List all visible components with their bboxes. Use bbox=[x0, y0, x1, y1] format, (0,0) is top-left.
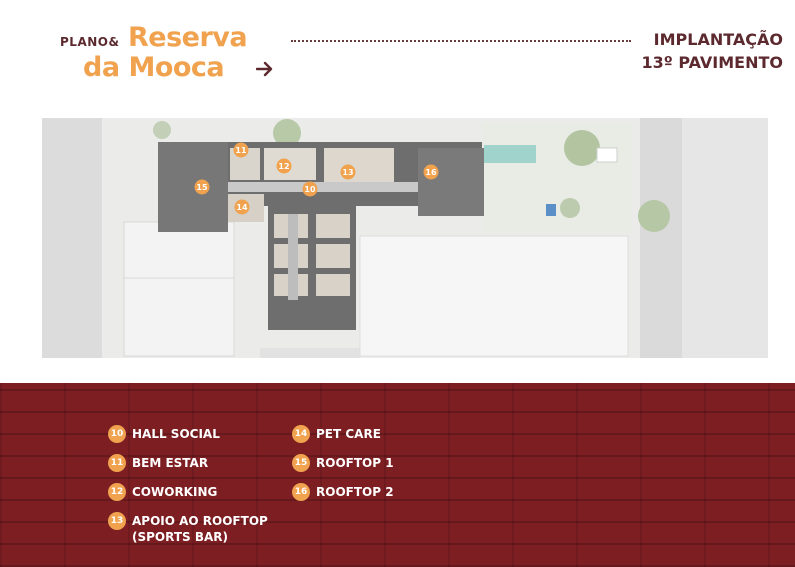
legend-item: 13 APOIO AO ROOFTOP (SPORTS BAR) bbox=[108, 512, 268, 545]
apartment bbox=[316, 244, 350, 268]
legend-item: 12 COWORKING bbox=[108, 483, 218, 501]
elevator-core bbox=[288, 214, 298, 300]
svg-text:11: 11 bbox=[235, 146, 247, 155]
garden-bench bbox=[596, 147, 618, 163]
apartment bbox=[316, 274, 350, 296]
corridor bbox=[228, 182, 418, 192]
pool bbox=[484, 145, 536, 163]
street-left bbox=[42, 118, 102, 358]
legend-label: PET CARE bbox=[316, 427, 381, 441]
plan-markers: 10 11 12 13 14 15 16 bbox=[194, 142, 439, 215]
legend-number-badge: 10 bbox=[108, 425, 126, 443]
dotted-divider bbox=[291, 40, 631, 42]
apartment bbox=[316, 214, 350, 238]
legend-number-badge: 14 bbox=[292, 425, 310, 443]
plan-marker-13: 13 bbox=[340, 164, 356, 180]
svg-text:13: 13 bbox=[342, 168, 353, 177]
room-sports-bar bbox=[324, 148, 394, 182]
legend-item: 11 BEM ESTAR bbox=[108, 454, 209, 472]
tree bbox=[560, 198, 580, 218]
legend-item: 14 PET CARE bbox=[292, 425, 381, 443]
legend-number-badge: 12 bbox=[108, 483, 126, 501]
header: PLANO& Reserva da Mooca IMPLANTAÇÃO 13º … bbox=[0, 0, 795, 100]
street-right-lane bbox=[640, 118, 682, 358]
legend-label: COWORKING bbox=[132, 485, 218, 499]
rooftop-1-deck bbox=[158, 142, 228, 232]
legend-number-badge: 15 bbox=[292, 454, 310, 472]
svg-text:10: 10 bbox=[304, 185, 316, 194]
legend-item: 10 HALL SOCIAL bbox=[108, 425, 220, 443]
svg-text:14: 14 bbox=[236, 203, 248, 212]
legend-label: HALL SOCIAL bbox=[132, 427, 220, 441]
svg-text:16: 16 bbox=[425, 168, 437, 177]
tree bbox=[273, 119, 301, 147]
legend-label: APOIO AO ROOFTOP (SPORTS BAR) bbox=[132, 514, 268, 544]
plan-marker-16: 16 bbox=[423, 164, 439, 180]
legend-item: 15 ROOFTOP 1 bbox=[292, 454, 394, 472]
legend-label: ROOFTOP 2 bbox=[316, 485, 394, 499]
plan-marker-11: 11 bbox=[233, 142, 249, 158]
arrow-right-icon bbox=[256, 61, 273, 77]
parking-sign bbox=[546, 204, 556, 216]
legend-label: ROOFTOP 1 bbox=[316, 456, 394, 470]
plan-marker-12: 12 bbox=[276, 158, 292, 174]
brand-name-line1: Reserva bbox=[128, 22, 248, 53]
lot-block-b bbox=[123, 277, 235, 357]
title-line-1: IMPLANTAÇÃO bbox=[653, 30, 783, 49]
floor-plan: 10 11 12 13 14 15 16 bbox=[42, 118, 768, 358]
legend: 10 HALL SOCIAL 11 BEM ESTAR 12 COWORKING… bbox=[0, 383, 795, 567]
plan-marker-14: 14 bbox=[234, 199, 250, 215]
legend-number-badge: 11 bbox=[108, 454, 126, 472]
rooftop-2-deck bbox=[418, 148, 484, 216]
title-line-2: 13º PAVIMENTO bbox=[641, 53, 783, 72]
brand-name-line2: da Mooca bbox=[83, 52, 225, 83]
svg-text:12: 12 bbox=[278, 162, 289, 171]
page-title: IMPLANTAÇÃO 13º PAVIMENTO bbox=[641, 28, 783, 74]
legend-item: 16 ROOFTOP 2 bbox=[292, 483, 394, 501]
tree bbox=[638, 200, 670, 232]
brand-prefix: PLANO& bbox=[60, 35, 120, 49]
tree bbox=[153, 121, 171, 139]
lot-block-c bbox=[260, 348, 360, 358]
lot-block-d bbox=[359, 235, 629, 357]
plan-marker-10: 10 bbox=[302, 181, 318, 197]
plan-marker-15: 15 bbox=[194, 179, 210, 195]
tree bbox=[564, 130, 600, 166]
garden-area bbox=[482, 123, 632, 233]
legend-number-badge: 16 bbox=[292, 483, 310, 501]
legend-label: BEM ESTAR bbox=[132, 456, 209, 470]
svg-text:15: 15 bbox=[196, 183, 208, 192]
legend-number-badge: 13 bbox=[108, 512, 126, 530]
